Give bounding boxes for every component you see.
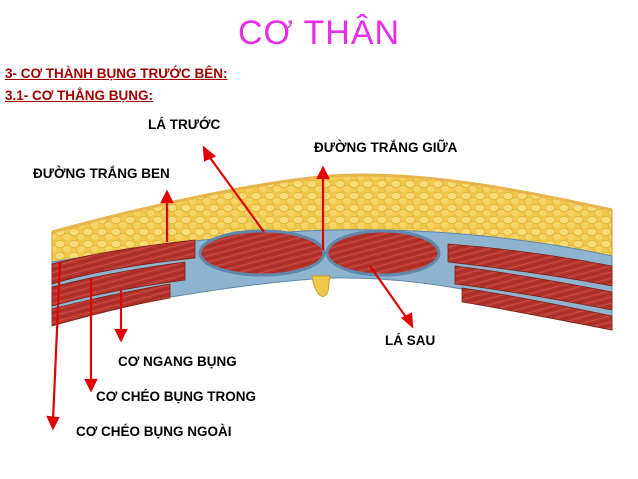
rectus-left (198, 229, 326, 277)
label-linea-semilunaris: ĐƯỜNG TRẮNG BEN (33, 166, 170, 181)
label-linea-alba: ĐƯỜNG TRẮNG GIỮA (314, 140, 458, 155)
umbilicus (311, 275, 331, 297)
arrow-posterior-sheath (369, 265, 409, 321)
skin-line (51, 173, 613, 234)
label-posterior-sheath: LÁ SAU (385, 333, 436, 348)
left-internal-oblique (51, 261, 186, 307)
right-external-oblique (447, 243, 613, 287)
right-transversus (461, 287, 613, 331)
left-external-oblique (51, 239, 196, 285)
label-external-oblique: CƠ CHÉO BỤNG NGOÀI (76, 424, 232, 439)
section-heading: 3- CƠ THÀNH BỤNG TRƯỚC BÊN: (5, 66, 228, 81)
left-transversus (51, 283, 171, 327)
label-anterior-sheath: LÁ TRƯỚC (148, 117, 221, 132)
arrow-anterior-sheath (207, 154, 265, 233)
page-title: CƠ THÂN (237, 14, 401, 52)
right-internal-oblique (454, 265, 613, 311)
label-transversus: CƠ NGANG BỤNG (118, 354, 237, 369)
arrow-external-oblique (51, 261, 62, 421)
label-internal-oblique: CƠ CHÉO BỤNG TRONG (96, 389, 257, 404)
subsection-heading: 3.1- CƠ THẲNG BỤNG: (5, 88, 154, 103)
rectus-right (325, 229, 441, 277)
